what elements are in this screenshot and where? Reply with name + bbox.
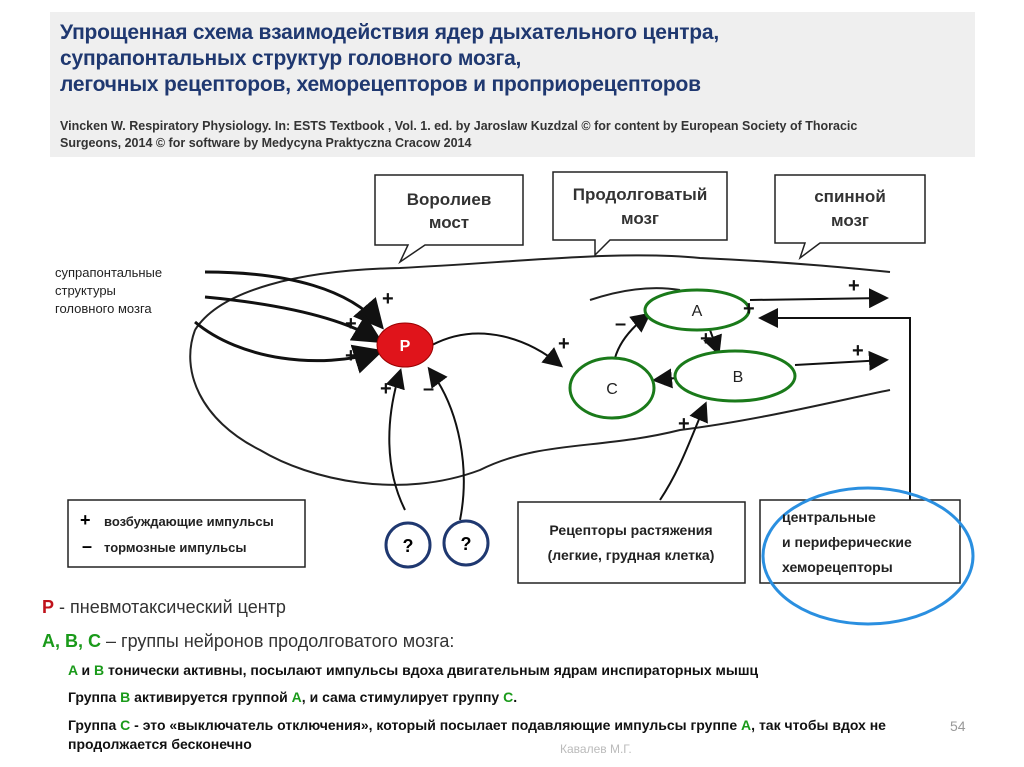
note-line-2: Группа B активируется группой A, и сама …: [68, 689, 517, 705]
text: тонически активны, посылают импульсы вдо…: [104, 662, 759, 678]
node-b-label: B: [733, 369, 744, 386]
title-line: супрапонтальных структур головного мозга…: [60, 47, 522, 70]
legend-plus-label: возбуждающие импульсы: [104, 514, 274, 529]
brainstem-outline: [189, 254, 891, 486]
callout-spinal-cord: спинной мозг: [774, 174, 926, 261]
supra-line: головного мозга: [55, 301, 152, 316]
plus-sign: +: [345, 345, 357, 367]
supra-label: супрапонтальные структуры головного мозг…: [55, 265, 162, 316]
legend-box: [67, 499, 306, 568]
receptors-line: Рецепторы растяжения: [549, 522, 712, 538]
plus-sign: +: [345, 313, 357, 335]
letter: A: [741, 717, 752, 733]
chemo-line: и периферические: [782, 534, 912, 550]
callout-label: спинной: [814, 187, 886, 206]
plus-sign: +: [700, 328, 712, 350]
plus-sign: +: [852, 340, 864, 362]
node-c-label: C: [606, 381, 618, 398]
author-watermark: Кавалев М.Г.: [560, 742, 632, 756]
callout-label: Ворoлиев: [407, 190, 492, 209]
letter: A: [68, 662, 78, 678]
supra-line: супрапонтальные: [55, 265, 162, 280]
receptors-line: (легкие, грудная клетка): [548, 547, 715, 563]
abc-letters: A, B, C: [42, 631, 102, 651]
plus-sign: +: [558, 333, 570, 355]
chemo-line: хеморецепторы: [782, 559, 893, 575]
callout-label: Продолговатый: [573, 185, 708, 204]
text: , так чтобы вдох не продолжается бесконе…: [68, 717, 886, 752]
unknown-input-1: [384, 521, 432, 569]
letter: B: [120, 689, 131, 705]
text: и: [77, 662, 94, 678]
text: активируется группой: [130, 689, 292, 705]
citation: Vincken W. Respiratory Physiology. In: E…: [60, 118, 857, 152]
chemoreceptors-highlight: [761, 486, 975, 626]
text: Группа: [68, 689, 121, 705]
legend-minus: –: [82, 536, 92, 556]
node-p: [376, 322, 434, 368]
note-text: – группы нейронов продолговатого мозга:: [101, 631, 455, 651]
legend-plus: +: [80, 510, 91, 530]
callout-label: мозг: [621, 209, 659, 228]
page-number: 54: [950, 718, 966, 734]
citation-line: Surgeons, 2014 © for software by Medycyn…: [60, 136, 472, 150]
title-line: Упрощенная схема взаимодействия ядер дых…: [60, 21, 720, 44]
text: .: [513, 689, 518, 705]
letter: B: [93, 662, 105, 678]
letter: A: [291, 689, 302, 705]
chemoreceptors-box: [759, 499, 961, 584]
node-c: [568, 356, 656, 420]
text: , и сама стимулирует группу: [301, 689, 504, 705]
callout-label: мост: [429, 213, 469, 232]
question-mark: ?: [461, 534, 472, 554]
header: Упрощенная схема взаимодействия ядер дых…: [50, 12, 975, 157]
plus-sign: +: [382, 288, 394, 310]
plus-sign: +: [848, 275, 860, 297]
callout-label: мозг: [831, 211, 869, 230]
plus-sign: +: [743, 298, 755, 320]
node-p-label: P: [400, 338, 411, 355]
note-line-1: A и B тонически активны, посылают импуль…: [68, 662, 758, 678]
minus-sign: –: [615, 313, 626, 335]
note-abc: A, B, C – группы нейронов продолговатого…: [42, 631, 454, 652]
stretch-receptors-box: [517, 501, 746, 584]
letter: C: [120, 717, 131, 733]
legend-minus-label: тормозные импульсы: [104, 540, 246, 555]
text: Группа: [68, 717, 121, 733]
note-p: P - пневмотаксический центр: [42, 597, 286, 618]
plus-sign: +: [380, 378, 392, 400]
slide-title: Упрощенная схема взаимодействия ядер дых…: [60, 20, 719, 98]
supra-line: структуры: [55, 283, 116, 298]
callout-pons: Ворoлиев мост: [374, 174, 524, 265]
title-line: легочных рецепторов, хеморецепторов и пр…: [60, 73, 701, 96]
note-text: - пневмотаксический центр: [54, 597, 286, 617]
plus-sign: +: [678, 413, 690, 435]
text: - это «выключатель отключения», который …: [130, 717, 742, 733]
unknown-input-2: [442, 519, 490, 567]
p-letter: P: [42, 597, 55, 617]
node-b: [673, 349, 797, 403]
citation-line: Vincken W. Respiratory Physiology. In: E…: [60, 119, 858, 133]
minus-sign: –: [423, 378, 434, 400]
callout-medulla: Продолговатый мозг: [552, 171, 728, 257]
question-mark: ?: [403, 536, 414, 556]
signs: + + + + – + – + + + + + +: [345, 275, 864, 435]
plus-sign: +: [660, 370, 672, 392]
chemo-line: центральные: [782, 509, 876, 525]
node-a-label: A: [692, 303, 703, 320]
arrows: [194, 270, 911, 521]
letter: C: [503, 689, 514, 705]
note-line-3: Группа C - это «выключатель отключения»,…: [68, 716, 923, 754]
node-a: [643, 288, 751, 332]
